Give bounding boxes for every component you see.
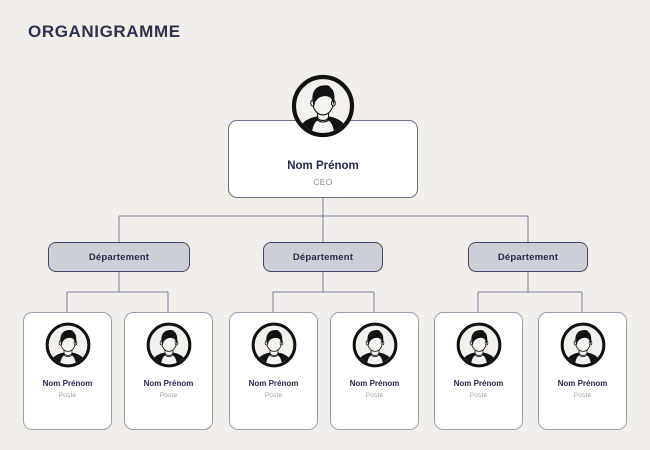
person-avatar-icon: [456, 322, 501, 368]
employee-role: Poste: [469, 392, 488, 399]
employee-role: Poste: [573, 392, 592, 399]
person-avatar-icon: [45, 322, 90, 368]
employee-card[interactable]: Nom Prénom Poste: [330, 312, 419, 430]
department-label: Département: [88, 251, 150, 263]
employee-role: Poste: [365, 392, 384, 399]
employee-card[interactable]: Nom Prénom Poste: [538, 312, 627, 430]
person-avatar-icon: [291, 74, 355, 138]
person-avatar-icon: [146, 322, 191, 368]
employee-card[interactable]: Nom Prénom Poste: [229, 312, 318, 430]
employee-role: Poste: [58, 392, 77, 399]
employee-name: Nom Prénom: [42, 379, 93, 388]
person-avatar-icon: [352, 322, 397, 368]
ceo-role: CEO: [313, 177, 333, 187]
department-label: Département: [497, 251, 559, 263]
person-avatar-icon: [560, 322, 605, 368]
department-box-2[interactable]: Département: [468, 242, 588, 272]
department-label: Département: [292, 251, 354, 263]
person-avatar-icon: [251, 322, 296, 368]
employee-role: Poste: [264, 392, 283, 399]
employee-card[interactable]: Nom Prénom Poste: [124, 312, 213, 430]
employee-name: Nom Prénom: [248, 379, 299, 388]
employee-name: Nom Prénom: [143, 379, 194, 388]
employee-name: Nom Prénom: [557, 379, 608, 388]
employee-card[interactable]: Nom Prénom Poste: [23, 312, 112, 430]
department-box-0[interactable]: Département: [48, 242, 190, 272]
page-title: ORGANIGRAMME: [28, 22, 181, 41]
employee-role: Poste: [159, 392, 178, 399]
employee-name: Nom Prénom: [453, 379, 504, 388]
employee-card[interactable]: Nom Prénom Poste: [434, 312, 523, 430]
department-box-1[interactable]: Département: [263, 242, 383, 272]
ceo-name: Nom Prénom: [287, 160, 359, 172]
employee-name: Nom Prénom: [349, 379, 400, 388]
